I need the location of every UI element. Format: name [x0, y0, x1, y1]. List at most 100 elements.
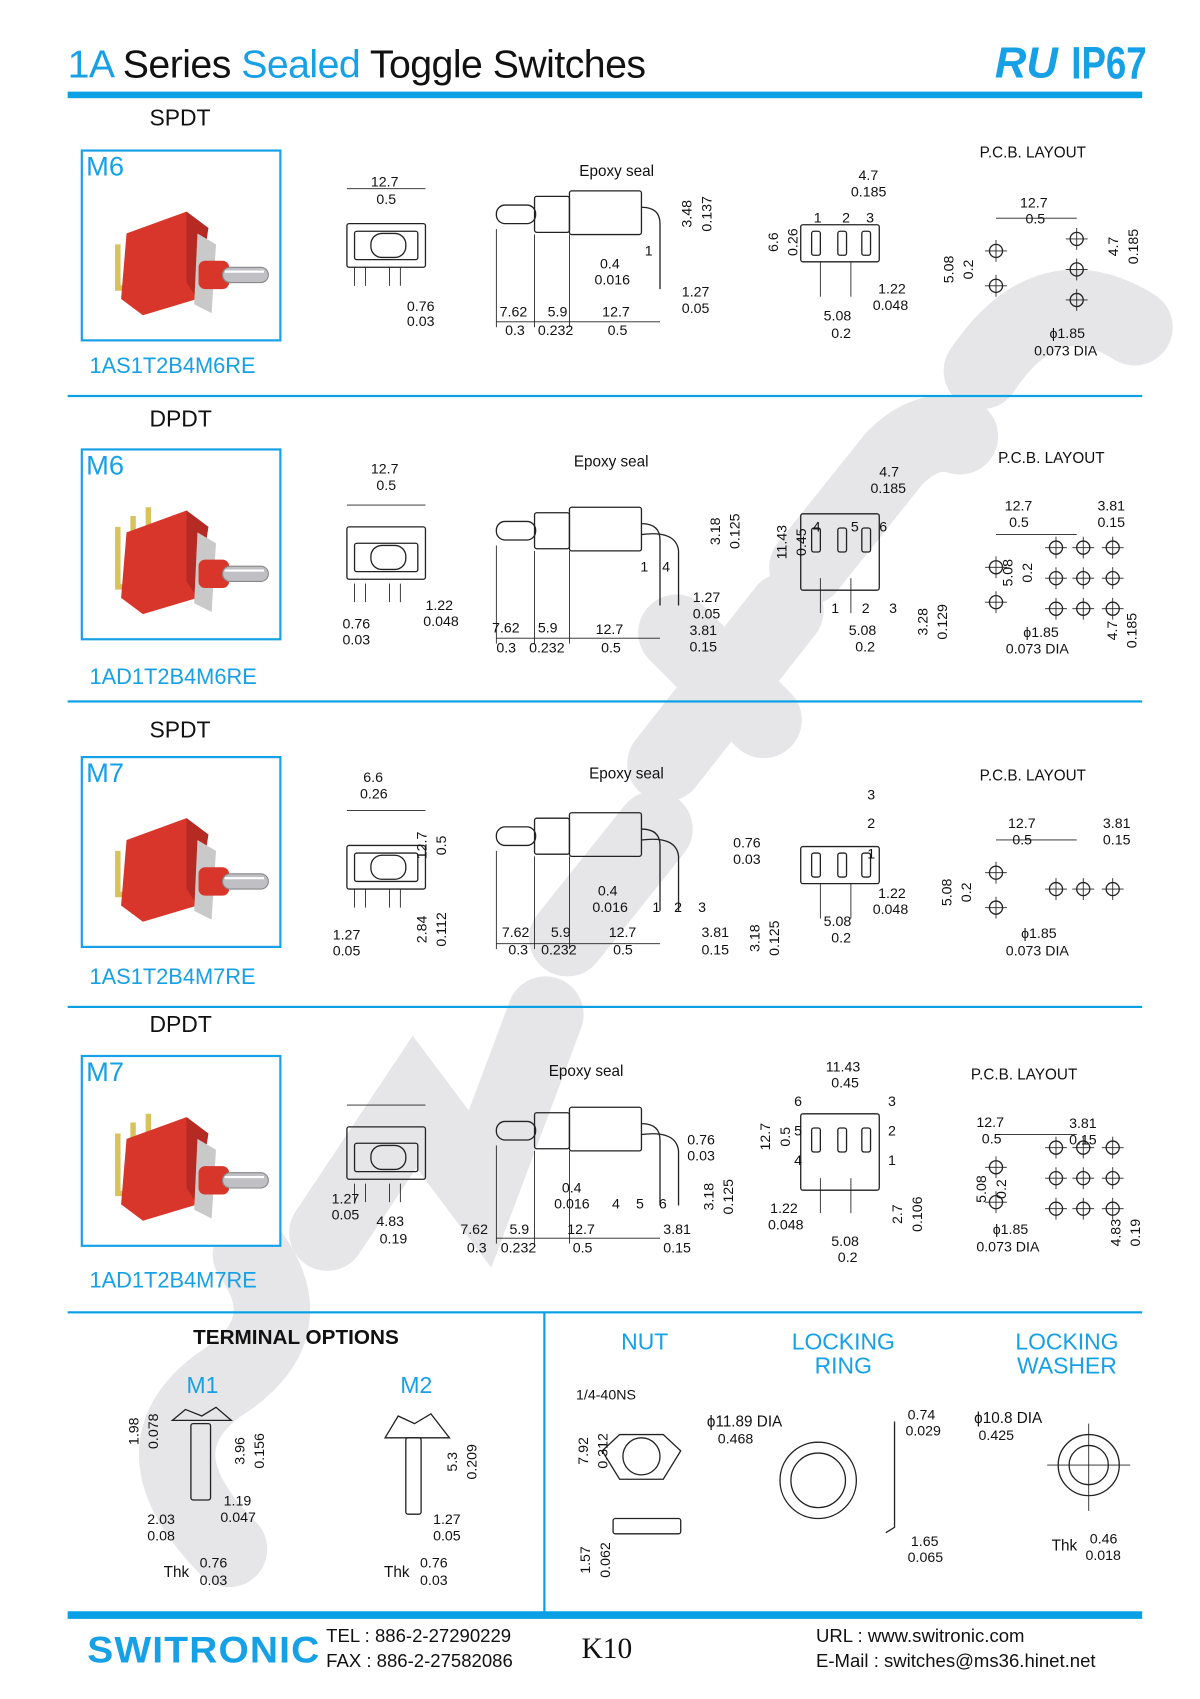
email-link[interactable]: E-Mail : switches@ms36.hinet.net — [815, 1650, 1096, 1672]
dimension-label: 0.5 — [376, 190, 397, 208]
dimension-label: 3.18 — [746, 924, 763, 952]
locking-ring-outer — [779, 1441, 858, 1520]
dimension-label: 0.2 — [959, 259, 977, 280]
dimension-label: 1 — [867, 845, 876, 862]
dimension-label: 0.048 — [767, 1216, 804, 1233]
dimension-label: 0.15 — [1102, 831, 1131, 848]
dimension-label: 4 — [812, 518, 821, 535]
dimension-label: 0.3 — [496, 639, 517, 656]
terminal-slot — [837, 1127, 848, 1153]
dimension-label: 1 — [887, 1151, 896, 1169]
terminal-m1-label: M1 — [186, 1373, 219, 1399]
dimension-label: 0.018 — [1085, 1546, 1121, 1564]
terminal-slot — [861, 1127, 872, 1153]
terminal-slot — [837, 852, 848, 878]
dimension-label: 5.9 — [509, 1220, 530, 1238]
dimension-label: 0.08 — [147, 1527, 175, 1544]
dimension-label: 4.7 — [858, 166, 879, 184]
dimension-label: 3.28 — [914, 608, 931, 636]
front-view-inner — [353, 542, 419, 573]
dimension-label: 0.137 — [698, 196, 715, 232]
drawing-label: Epoxy seal — [589, 764, 664, 782]
website-link[interactable]: URL : www.switronic.com — [815, 1625, 1025, 1647]
product-photo-box: M6 — [80, 448, 282, 641]
terminal-slot — [810, 230, 822, 256]
terminal-m1-pin — [190, 1422, 212, 1501]
dimension-label: 0.048 — [423, 613, 459, 630]
bottom-view — [800, 224, 880, 263]
dimension-label: 3.81 — [1069, 1114, 1097, 1132]
dimension-label: 5 — [794, 1122, 803, 1139]
dimension-label: 0.185 — [870, 479, 907, 497]
dimension-label: 0.76 — [342, 615, 371, 632]
dimension-label: 0.4 — [597, 882, 618, 899]
dimension-label: 5.08 — [823, 307, 852, 324]
dimension-label: 0.2 — [837, 1249, 858, 1266]
dimension-label: 3 — [867, 786, 876, 803]
dimension-label: 0.209 — [463, 1444, 480, 1480]
dimension-label: ϕ1.85 — [1021, 925, 1057, 942]
dimension-label: 0.232 — [541, 941, 577, 958]
dimension-label: 7.62 — [499, 303, 528, 320]
terminal-m2-head — [383, 1412, 451, 1439]
dimension-label: 0.15 — [701, 941, 730, 958]
dimension-label: 0.03 — [342, 631, 371, 648]
dimension-label: 12.7 — [595, 620, 624, 638]
dimension-label: 0.5 — [981, 1130, 1002, 1147]
dimension-label: 1 — [813, 209, 822, 226]
part-number: 1AD1T2B4M6RE — [89, 665, 257, 690]
bushing — [533, 1112, 571, 1150]
dimension-label: 0.05 — [692, 605, 721, 622]
terminal-slot — [861, 230, 872, 256]
part-number: 1AD1T2B4M7RE — [89, 1268, 257, 1293]
toggle-lever — [370, 232, 407, 259]
dimension-label: 4 — [794, 1151, 803, 1169]
dimension-label: 1.27 — [433, 1510, 461, 1528]
dimension-label: 6 — [658, 1195, 667, 1212]
dimension-label: 5 — [635, 1195, 644, 1212]
dimension-label: 0.062 — [596, 1542, 614, 1578]
front-view — [346, 844, 427, 890]
dimension-label: 0.2 — [855, 638, 875, 655]
front-view — [346, 1126, 427, 1180]
dimension-label: 0.45 — [793, 528, 810, 556]
dimension-label: 1.19 — [223, 1492, 252, 1509]
dimension-label: 4 — [662, 558, 671, 575]
dimension-label: 0.03 — [406, 313, 435, 330]
dimension-label: 5.9 — [547, 303, 568, 320]
dimension-label: 3 — [887, 1093, 896, 1110]
terminal-pin — [641, 533, 680, 606]
dimension-label: 0.03 — [419, 1571, 448, 1589]
terminal-options-heading: TERMINAL OPTIONS — [193, 1326, 399, 1350]
dimension-label: 6 — [879, 518, 888, 535]
dimension-label: ϕ1.85 — [992, 1220, 1029, 1238]
watermark-letter-o — [943, 269, 1173, 410]
toggle-switch-photo — [115, 818, 269, 922]
dimension-label: 0.2 — [992, 1179, 1010, 1199]
front-view-inner — [353, 852, 419, 883]
dimension-label: 0.03 — [199, 1571, 228, 1589]
section-divider — [67, 700, 1143, 703]
dimension-label: 0.073 DIA — [1005, 942, 1069, 959]
dimension-label: 2 — [842, 209, 851, 226]
toggle-switch-photo — [115, 1113, 269, 1221]
toggle-lever-side — [495, 204, 537, 225]
terminal-slot — [861, 852, 872, 878]
drawing-label: P.C.B. LAYOUT — [979, 766, 1087, 784]
dimension-label: 7.62 — [460, 1220, 488, 1238]
header-divider — [67, 91, 1143, 99]
dimension-label: 4.7 — [1103, 620, 1121, 641]
dimension-label: 12.7 — [608, 923, 637, 941]
drawing-label: P.C.B. LAYOUT — [979, 143, 1087, 161]
dimension-label: 1.98 — [125, 1417, 142, 1446]
page-code: K10 — [581, 1631, 633, 1665]
dimension-label: 0.468 — [717, 1430, 754, 1447]
dimension-label: 0.76 — [406, 297, 435, 315]
dimension-label: 0.2 — [831, 325, 851, 342]
dimension-label: 0.5 — [613, 941, 633, 958]
dimension-label: 5.08 — [848, 621, 877, 639]
dimension-label: 0.125 — [719, 1178, 737, 1215]
locking-ring-inner — [790, 1452, 847, 1509]
